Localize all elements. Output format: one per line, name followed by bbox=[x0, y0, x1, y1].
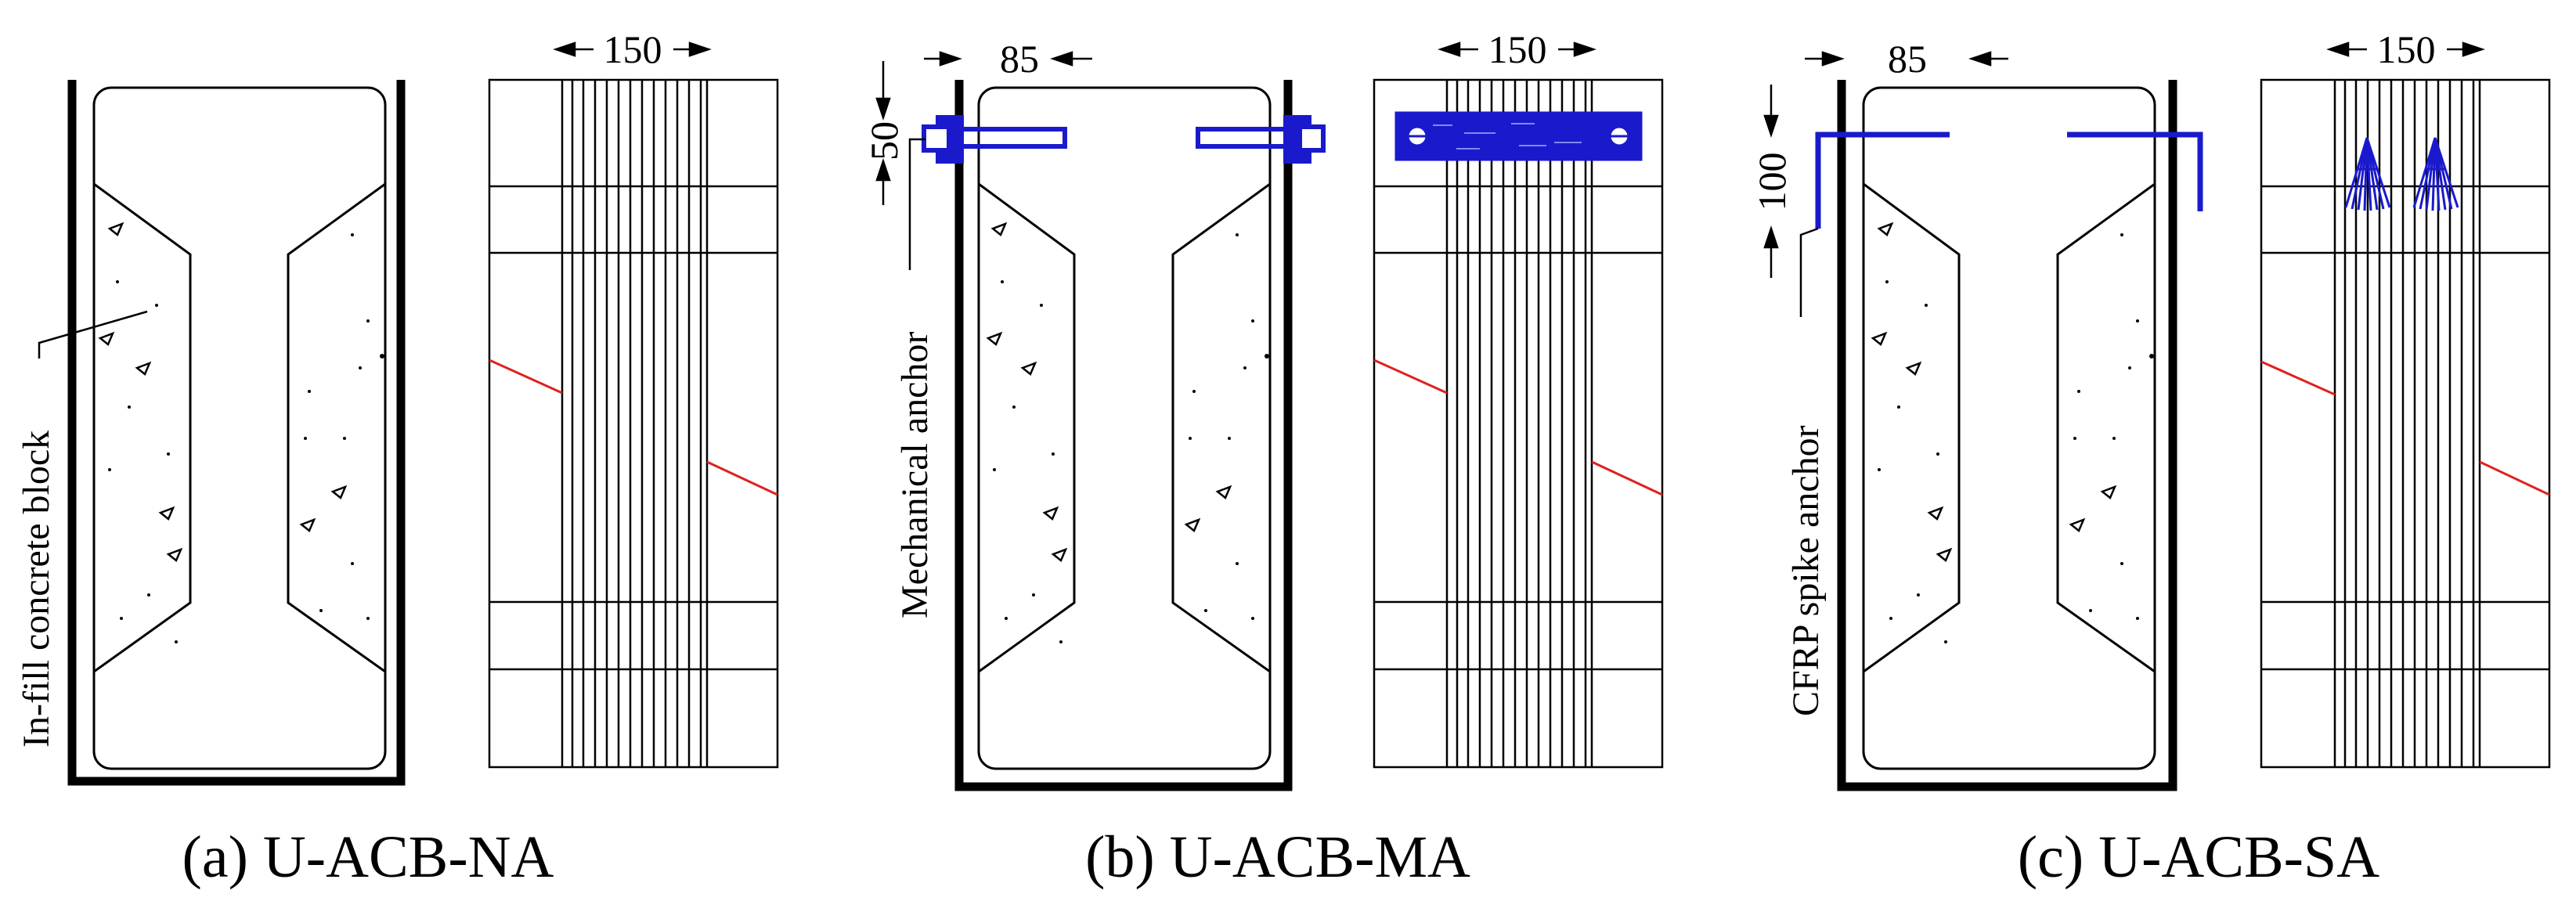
panel-b: 85 50 Mechanical anchor bbox=[862, 27, 1664, 890]
caption-c: (c) U-ACB-SA bbox=[2018, 824, 2379, 890]
infill-block-right-b bbox=[1171, 182, 1271, 673]
dimension-100-c bbox=[1763, 85, 1779, 278]
aggregate-marks-c bbox=[1871, 222, 2117, 563]
side-view-horizontals-b bbox=[1374, 185, 1662, 671]
dimension-label-150-a: 150 bbox=[604, 27, 662, 71]
mechanical-anchor-right bbox=[1196, 115, 1326, 164]
aggregate-dots-a bbox=[108, 233, 384, 643]
label-leader-c bbox=[1799, 227, 1819, 317]
dimension-85-b bbox=[924, 51, 1092, 67]
spike-anchor-left bbox=[1815, 132, 1950, 229]
dimension-150-c bbox=[2326, 41, 2485, 57]
cracks-a bbox=[489, 359, 778, 496]
beam-outline-c bbox=[1862, 86, 2156, 770]
panel-label-a: In-fill concrete block bbox=[16, 431, 57, 748]
panel-a: In-fill concrete block 150 (a) bbox=[16, 27, 779, 890]
side-view-outline-a bbox=[488, 78, 779, 769]
spike-fan-left-c bbox=[2344, 137, 2391, 211]
infill-block-right-c bbox=[2056, 182, 2156, 673]
label-leader-b bbox=[908, 138, 925, 270]
dimension-50-b bbox=[875, 61, 891, 205]
u-jacket-c bbox=[1837, 80, 2177, 791]
frp-strips-a bbox=[561, 80, 709, 767]
aggregate-dots-c bbox=[1878, 233, 2154, 643]
anchor-plate-b bbox=[1394, 111, 1643, 161]
dimension-label-85-b: 85 bbox=[1000, 37, 1039, 81]
spike-anchor-right bbox=[2067, 132, 2203, 211]
dimension-150-a bbox=[553, 41, 712, 57]
dimension-150-b bbox=[1438, 41, 1596, 57]
frp-strips-b bbox=[1445, 80, 1593, 767]
side-view-horizontals-a bbox=[489, 185, 777, 671]
dimension-label-150-b: 150 bbox=[1488, 27, 1547, 71]
dimension-label-50-b: 50 bbox=[862, 121, 906, 160]
side-view-horizontals-c bbox=[2261, 185, 2549, 671]
side-view-outline-c bbox=[2260, 78, 2551, 769]
label-leader-a bbox=[38, 310, 148, 359]
infill-block-left-b bbox=[978, 182, 1076, 673]
spike-fan-right-c bbox=[2412, 137, 2459, 211]
u-jacket-a bbox=[67, 80, 406, 786]
panel-label-c: CFRP spike anchor bbox=[1785, 425, 1827, 716]
panel-label-b: Mechanical anchor bbox=[894, 332, 936, 618]
u-jacket-b bbox=[954, 80, 1293, 791]
cracks-c bbox=[2260, 360, 2550, 496]
panel-c: 85 100 CFRP spike anchor bbox=[1750, 27, 2551, 890]
cracks-b bbox=[1373, 359, 1663, 496]
dimension-label-85-c: 85 bbox=[1888, 37, 1927, 81]
infill-block-left-c bbox=[1863, 182, 1961, 673]
beam-outline-a bbox=[92, 86, 387, 770]
caption-a: (a) U-ACB-NA bbox=[182, 824, 554, 890]
dimension-85-c bbox=[1805, 51, 2008, 67]
aggregate-marks-a bbox=[98, 222, 348, 563]
mechanical-anchor-left bbox=[922, 115, 1067, 164]
side-view-outline-b bbox=[1373, 78, 1664, 769]
infill-block-left-a bbox=[93, 182, 192, 673]
infill-block-right-a bbox=[287, 182, 386, 673]
aggregate-marks-b bbox=[986, 222, 1232, 563]
beam-outline-b bbox=[977, 86, 1272, 770]
caption-b: (b) U-ACB-MA bbox=[1085, 824, 1470, 890]
dimension-label-150-c: 150 bbox=[2377, 27, 2436, 71]
aggregate-dots-b bbox=[993, 233, 1269, 643]
dimension-label-100-c: 100 bbox=[1750, 153, 1794, 211]
